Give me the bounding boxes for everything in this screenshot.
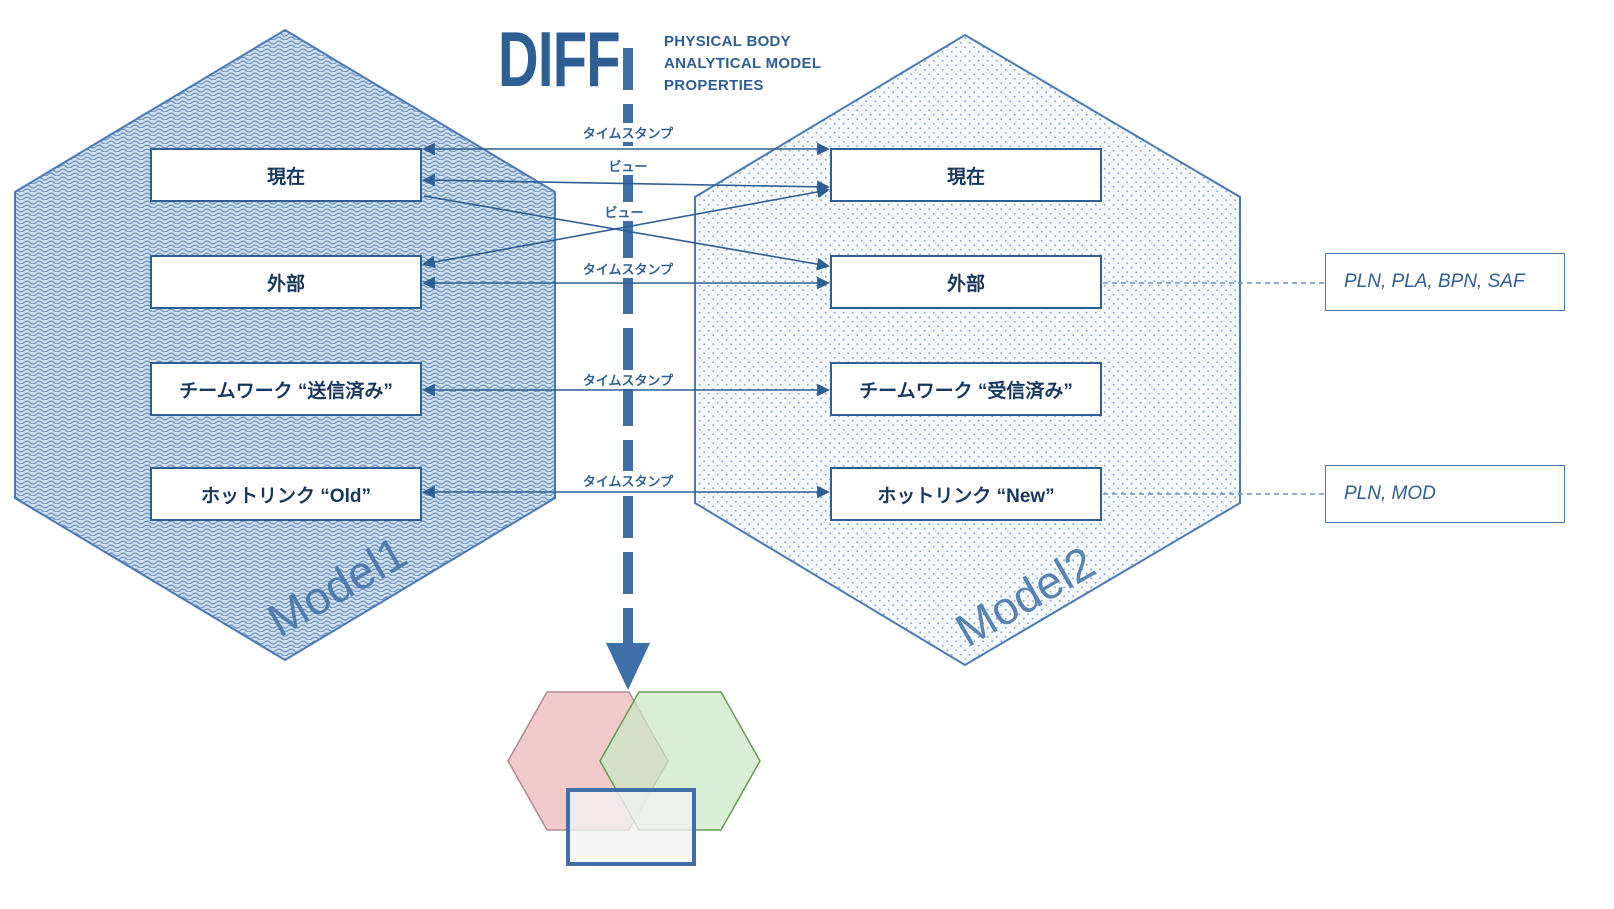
property-connectors	[1103, 282, 1325, 495]
connection-label-timestamp-1: タイムスタンプ	[576, 123, 680, 142]
diff-result-venn	[507, 691, 761, 866]
model2-node-current: 現在	[830, 148, 1102, 202]
model2-node-hotlink-new: ホットリンク “New”	[830, 467, 1102, 521]
model1-hexagon	[14, 28, 556, 662]
connection-label-timestamp-3: タイムスタンプ	[576, 370, 680, 389]
property-box-external: PLN, PLA, BPN, SAF	[1325, 253, 1565, 311]
connection-label-timestamp-4: タイムスタンプ	[576, 471, 680, 490]
connection-label-view-1: ビュー	[602, 156, 654, 175]
model1-node-hotlink-old: ホットリンク “Old”	[150, 467, 422, 521]
model2-node-external: 外部	[830, 255, 1102, 309]
model1-node-teamwork-sent: チームワーク “送信済み”	[150, 362, 422, 416]
connection-label-view-2: ビュー	[598, 202, 650, 221]
model1-node-external: 外部	[150, 255, 422, 309]
arrow-cross-up	[422, 185, 830, 269]
venn-rectangle	[566, 788, 696, 866]
diff-subtitle: PHYSICAL BODY ANALYTICAL MODEL PROPERTIE…	[664, 31, 821, 97]
property-box-hotlink: PLN, MOD	[1325, 465, 1565, 523]
connection-arrows	[422, 142, 830, 499]
model2-hexagon	[694, 33, 1241, 667]
connection-label-timestamp-2: タイムスタンプ	[576, 259, 680, 278]
subtitle-line-1: PHYSICAL BODY	[664, 33, 791, 50]
diff-heading: DIFF	[498, 15, 621, 103]
model2-node-teamwork-received: チームワーク “受信済み”	[830, 362, 1102, 416]
model1-node-current: 現在	[150, 148, 422, 202]
subtitle-line-3: PROPERTIES	[664, 77, 764, 95]
subtitle-line-2: ANALYTICAL MODEL	[664, 55, 822, 73]
diff-vertical-arrow	[606, 48, 650, 690]
